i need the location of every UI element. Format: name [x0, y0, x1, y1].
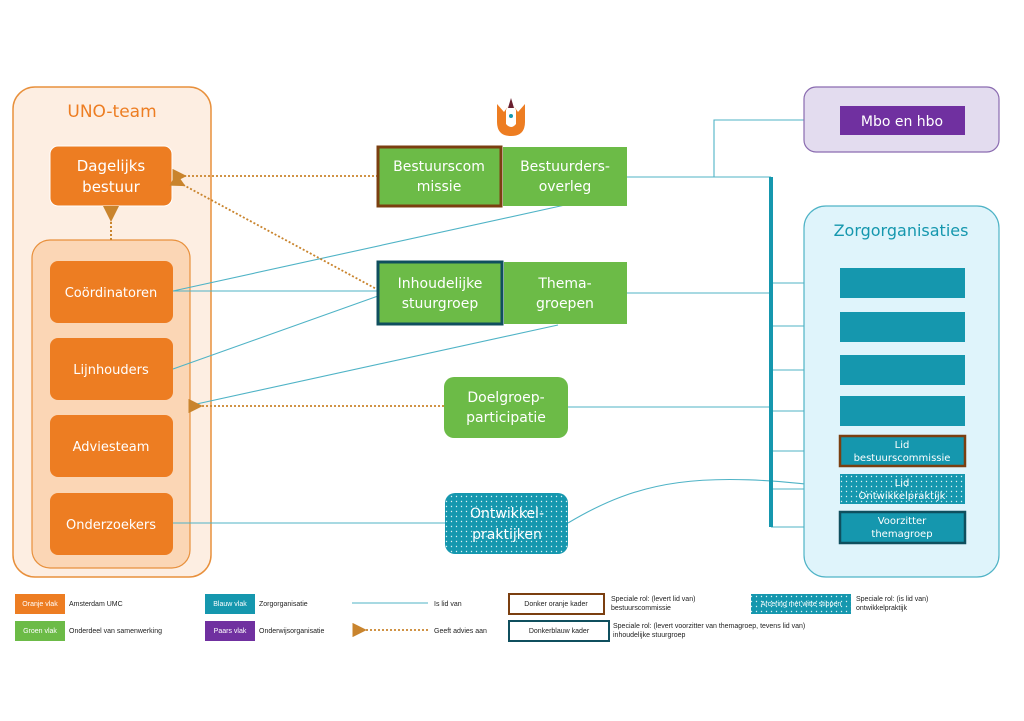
zorgorganisaties-title: Zorgorganisaties [834, 221, 969, 240]
legend-swatch-dots [751, 594, 851, 614]
legend-swatch-purple [205, 621, 255, 641]
voorzitter-themagroep-box[interactable]: Voorzitter themagroep [838, 510, 967, 545]
legend-paars-vlak: Paars vlak [214, 628, 247, 635]
advice-arrow-stuurgroep [169, 172, 383, 293]
legend-donkerblauw-desc2: inhoudelijke stuurgroep [613, 632, 685, 639]
doelgroepparticipatie-box[interactable]: Doelgroep- participatie [444, 377, 568, 438]
stuurgroep-line1: Inhoudelijke [398, 276, 483, 292]
uno-team-title: UNO-team [67, 102, 156, 122]
line-lijnhouders-stuurgroep [172, 295, 379, 370]
legend: Oranje vlak Amsterdam UMC Blauw vlak Zor… [15, 593, 928, 642]
legend-arcering-desc2: ontwikkelpraktijk [856, 605, 907, 612]
bestuurdersoverleg-line2: overleg [539, 179, 592, 195]
legend-swatch-green [15, 621, 65, 641]
themagroepen-box[interactable]: Thema- groepen [504, 262, 627, 324]
mbo-hbo-box[interactable]: Mbo en hbo [840, 106, 965, 135]
onderzoekers-box[interactable]: Onderzoekers [50, 493, 173, 555]
bestuurdersoverleg-line1: Bestuurders- [520, 159, 610, 175]
legend-oranje-vlak: Oranje vlak [22, 601, 58, 608]
lijnhouders-box[interactable]: Lijnhouders [50, 338, 173, 400]
stuurgroep-line2: stuurgroep [402, 296, 479, 312]
advice-arrows [169, 168, 444, 414]
bestuurdersoverleg-box[interactable]: Bestuurders- overleg [503, 147, 627, 206]
legend-groen-vlak: Groen vlak [23, 628, 57, 635]
themagroepen-line2: groepen [536, 296, 594, 312]
mbo-hbo-label: Mbo en hbo [861, 114, 943, 130]
legend-is-lid-van: Is lid van [434, 601, 462, 608]
line-coordinatoren-bestuurdersoverleg [172, 204, 566, 292]
line-themagroepen-adviesteam [191, 324, 559, 406]
legend-arcering-desc1: Speciale rol: (is lid van) [856, 596, 928, 603]
legend-swatch-dark-orange [508, 593, 605, 615]
voorzitter-line2: themagroep [871, 529, 932, 540]
coordinatoren-label: Coördinatoren [65, 286, 158, 301]
lid-ontwikkel-line1: Lid [895, 478, 910, 489]
legend-swatch-orange [15, 594, 65, 614]
doelgroep-line2: participatie [466, 410, 546, 426]
doelgroep-line1: Doelgroep- [467, 390, 544, 406]
ontwikkelpraktijken-box[interactable]: Ontwikkel- praktijken [445, 493, 568, 554]
legend-blauw-vlak: Blauw vlak [213, 601, 247, 608]
lid-ontwikkelpraktijk-box[interactable]: Lid Ontwikkelpraktijk [840, 474, 965, 504]
dagelijks-bestuur-box[interactable]: Dagelijks bestuur [49, 145, 173, 207]
tulip-logo-icon [497, 98, 525, 136]
line-mbo-hbo [713, 119, 804, 177]
themagroepen-line1: Thema- [537, 276, 591, 292]
voorzitter-line1: Voorzitter [878, 516, 927, 527]
legend-donkerblauw-desc1: Speciale rol: (levert voorzitter van the… [613, 623, 805, 630]
bestuurscommissie-line1: Bestuurscom [393, 159, 485, 175]
zorg-org-box-2[interactable] [840, 312, 965, 342]
bestuurscommissie-box[interactable]: Bestuurscom missie [376, 145, 503, 208]
legend-geeft-advies-aan: Geeft advies aan [434, 628, 487, 635]
legend-donker-oranje-kader: Donker oranje kader [524, 601, 588, 608]
lid-bestuurscommissie-box[interactable]: Lid bestuurscommissie [838, 434, 967, 468]
lid-bestuurscommissie-line1: Lid [895, 440, 910, 451]
inhoudelijke-stuurgroep-box[interactable]: Inhoudelijke stuurgroep [376, 260, 504, 326]
ontwikkel-line1: Ontwikkel- [470, 506, 544, 522]
legend-swatch-dark-blue [508, 620, 610, 642]
legend-oranje-desc: Amsterdam UMC [69, 601, 123, 608]
bestuurscommissie-line2: missie [417, 179, 462, 195]
legend-donkerblauw-kader: Donkerblauw kader [529, 628, 590, 635]
legend-donker-oranje-desc1: Speciale rol: (levert lid van) [611, 596, 695, 603]
adviesteam-box[interactable]: Adviesteam [50, 415, 173, 477]
adviesteam-label: Adviesteam [73, 440, 150, 455]
legend-swatch-blue [205, 594, 255, 614]
onderzoekers-label: Onderzoekers [66, 518, 156, 533]
line-ontwikkelpraktijken-lid [567, 478, 841, 524]
legend-arcering: Arcering met witte stippen [761, 601, 842, 608]
coordinatoren-box[interactable]: Coördinatoren [50, 261, 173, 323]
legend-blauw-desc: Zorgorganisatie [259, 601, 308, 608]
zorg-org-box-3[interactable] [840, 355, 965, 385]
dagelijks-bestuur-line2: bestuur [82, 178, 140, 196]
dagelijks-bestuur-line1: Dagelijks [77, 157, 146, 175]
lid-ontwikkel-line2: Ontwikkelpraktijk [859, 491, 946, 502]
legend-donker-oranje-desc2: bestuurscommissie [611, 605, 671, 612]
legend-groen-desc: Onderdeel van samenwerking [69, 628, 162, 635]
zorg-org-box-1[interactable] [840, 268, 965, 298]
lid-bestuurscommissie-line2: bestuurscommissie [854, 453, 951, 464]
zorg-org-box-4[interactable] [840, 396, 965, 426]
ontwikkel-line2: praktijken [472, 527, 542, 543]
legend-paars-desc: Onderwijsorganisatie [259, 628, 324, 635]
lijnhouders-label: Lijnhouders [73, 363, 149, 378]
